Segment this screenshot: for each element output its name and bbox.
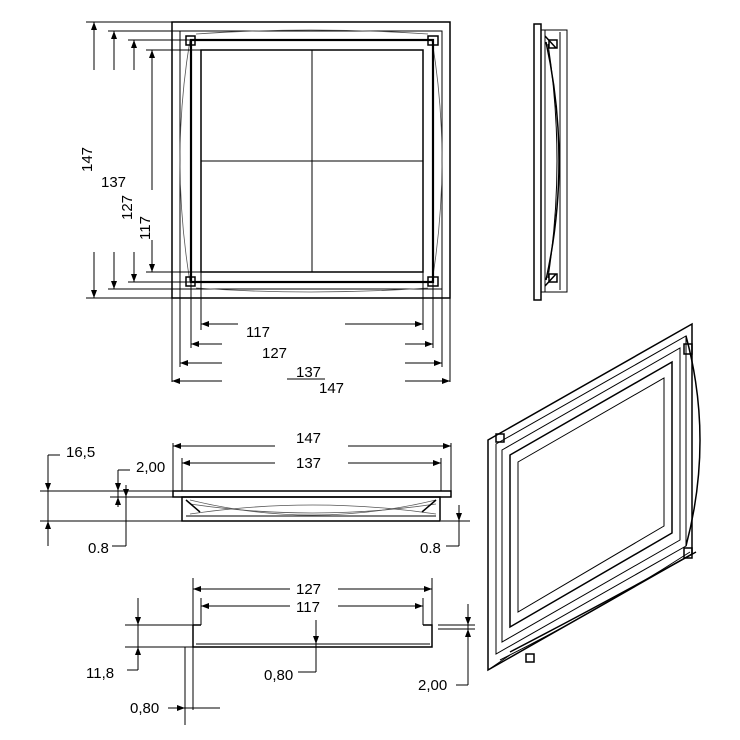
curve-bottom bbox=[195, 287, 429, 293]
dim-section-right-0-8: 0.8 bbox=[420, 540, 441, 557]
corner-tab-tr bbox=[427, 35, 439, 46]
dim-section-147: 147 bbox=[296, 430, 321, 447]
dim-section-137: 137 bbox=[296, 455, 321, 472]
side-body bbox=[540, 29, 568, 293]
front-view: 117 127 137 147 147 137 bbox=[79, 21, 451, 397]
curve-right bbox=[431, 39, 443, 283]
dim-insert-0-80-bottom: 0,80 bbox=[264, 667, 293, 684]
dim-section-2-00: 2,00 bbox=[136, 459, 165, 476]
front-vertical-dimensions bbox=[86, 21, 201, 299]
dim-front-v127: 127 bbox=[119, 195, 136, 220]
dim-insert-127: 127 bbox=[296, 581, 321, 598]
dim-insert-2-00: 2,00 bbox=[418, 677, 447, 694]
section-flange bbox=[172, 490, 452, 498]
side-flange bbox=[533, 23, 542, 301]
dim-front-v147: 147 bbox=[79, 147, 96, 172]
dim-front-117: 117 bbox=[246, 324, 270, 341]
dim-insert-11-8: 11,8 bbox=[86, 665, 114, 682]
side-curve-inner bbox=[547, 43, 558, 279]
insert-profile bbox=[192, 624, 433, 648]
dim-front-147: 147 bbox=[319, 380, 344, 397]
dim-insert-0-80-wall: 0,80 bbox=[130, 700, 159, 717]
frame-127 bbox=[189, 38, 435, 284]
dim-section-left-0-8: 0.8 bbox=[88, 540, 109, 557]
frame-137 bbox=[179, 30, 443, 290]
corner-tab-br bbox=[427, 276, 439, 287]
section-body bbox=[181, 496, 441, 522]
insert-section bbox=[125, 578, 475, 725]
curve-left bbox=[179, 39, 191, 283]
dim-section-16-5: 16,5 bbox=[66, 444, 95, 461]
dimension-arrows bbox=[45, 22, 471, 711]
curve-top bbox=[195, 29, 429, 35]
dim-insert-117: 117 bbox=[296, 599, 320, 616]
outer-frame-147 bbox=[171, 21, 451, 299]
isometric-view bbox=[487, 322, 701, 672]
side-view bbox=[533, 23, 568, 301]
dim-front-137: 137 bbox=[296, 364, 321, 381]
side-section bbox=[40, 443, 470, 547]
dim-front-127: 127 bbox=[262, 345, 287, 362]
dim-front-v117: 117 bbox=[137, 216, 154, 240]
corner-tab-tl bbox=[185, 35, 196, 46]
dim-front-v137: 137 bbox=[101, 174, 126, 191]
corner-tab-bl bbox=[185, 276, 196, 287]
